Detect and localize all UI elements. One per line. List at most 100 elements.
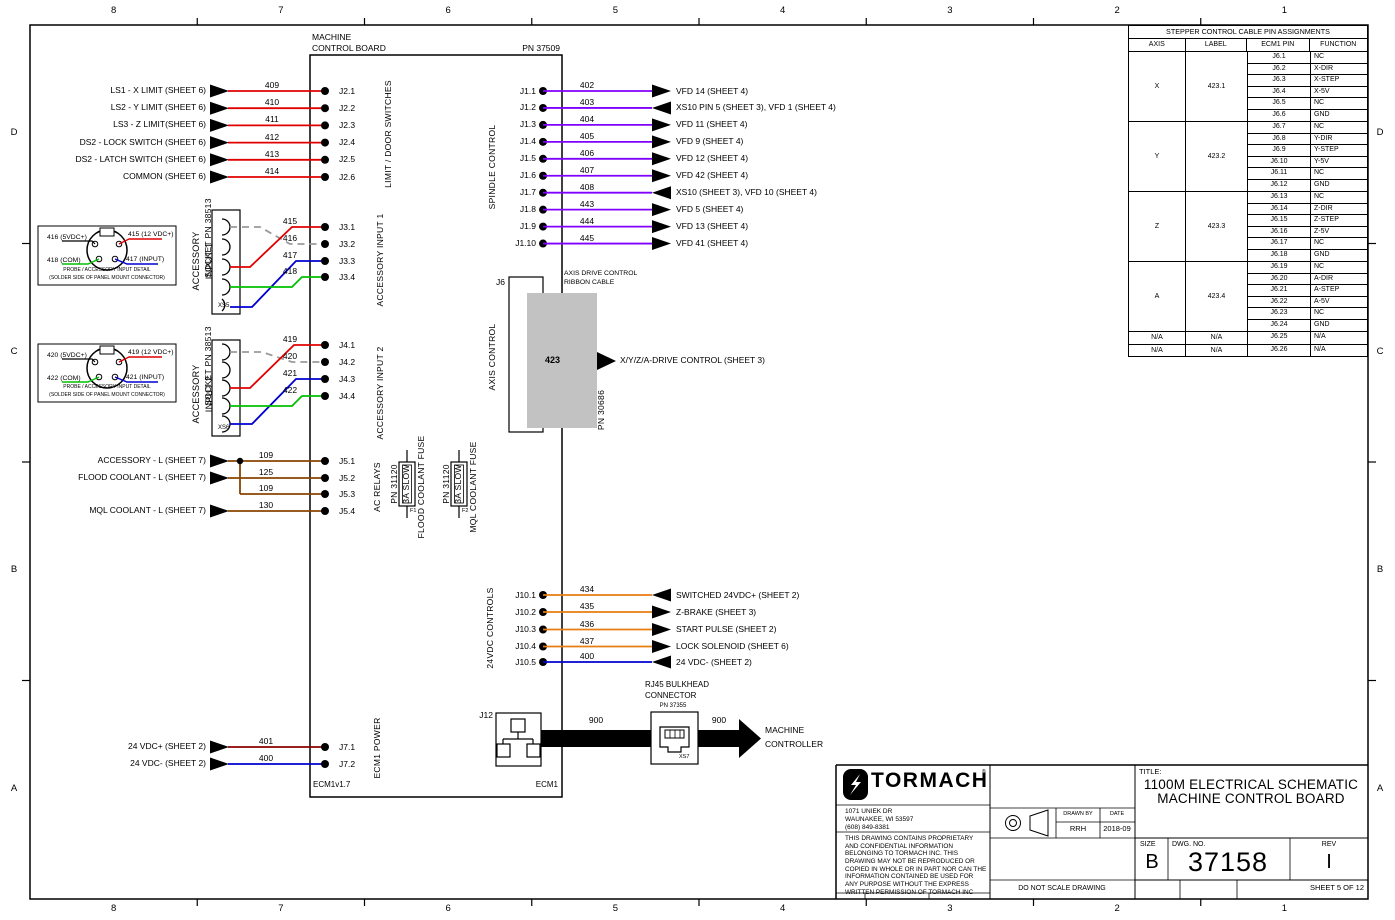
function-cell: NC: [1314, 99, 1325, 106]
ecm1-pin-cell: J6.9: [1248, 145, 1311, 156]
leader: [62, 376, 100, 383]
pin-dot: [321, 240, 329, 248]
socket-pin: [221, 361, 231, 379]
leader: [118, 356, 162, 363]
function-cell: Z-STEP: [1314, 216, 1339, 223]
ecm1-pin-cell: J6.19: [1248, 262, 1311, 273]
ecm1-pin-cell: J6.22: [1248, 296, 1311, 307]
function-cell: NC: [1314, 169, 1325, 176]
socket-pin: [221, 258, 231, 276]
cable-900-left: [541, 730, 651, 747]
axis-cell: N/A: [1129, 332, 1186, 344]
ecm1-pin-cell: J6.2: [1248, 63, 1311, 74]
ecm1-pin-cell: J6.11: [1248, 168, 1311, 179]
flow-arrow: [652, 237, 671, 251]
rj45-jack-icon: [659, 726, 690, 753]
ecm1-pin-cell: J6.6: [1248, 109, 1311, 121]
ecm1-pin-cell: J6.7: [1248, 122, 1311, 133]
pin-dot: [321, 358, 329, 366]
table-title: STEPPER CONTROL CABLE PIN ASSIGNMENTS: [1129, 26, 1367, 39]
socket-pin: [221, 415, 231, 433]
flow-arrow: [210, 170, 229, 184]
axis-cell: Y: [1129, 122, 1186, 191]
ecm1-pin-cell: J6.25: [1248, 332, 1311, 344]
flow-arrow: [652, 152, 671, 166]
function-cell: N/A: [1314, 345, 1326, 353]
flow-arrow: [210, 153, 229, 167]
socket-pin: [221, 379, 231, 397]
wire-416: [230, 226, 325, 245]
label-cell: 423.1: [1186, 52, 1248, 121]
label-cell: N/A: [1186, 332, 1248, 344]
function-cell: Y-STEP: [1314, 146, 1339, 153]
flow-arrow: [210, 101, 229, 115]
ecm1-pin-cell: J6.18: [1248, 249, 1311, 261]
fuse-inner: [454, 464, 464, 504]
function-cell: GND: [1314, 180, 1330, 188]
socket-pin: [221, 298, 226, 312]
socket-pin: [221, 218, 231, 236]
flow-arrow: [652, 169, 671, 183]
function-cell: NC: [1314, 193, 1325, 200]
function-cell: NC: [1314, 123, 1325, 130]
function-cell: A-DIR: [1314, 274, 1334, 282]
din-keyway: [99, 227, 115, 237]
junction-dot: [236, 457, 244, 465]
ecm1-pin-cell: J6.3: [1248, 75, 1311, 86]
pin-dot: [321, 392, 329, 400]
ecm1-pin-cell: J6.23: [1248, 308, 1311, 319]
flow-arrow: [652, 118, 671, 132]
pin-dot: [321, 155, 329, 164]
flow-arrow: [652, 605, 671, 619]
function-cell: X-DIR: [1314, 64, 1334, 72]
pin-dot: [321, 121, 329, 130]
ecm1-pin-cell: J6.17: [1248, 238, 1311, 249]
ecm1-pin-cell: J6.4: [1248, 86, 1311, 97]
function-cell: X-STEP: [1314, 76, 1340, 83]
flow-arrow: [652, 655, 671, 669]
machine-controller-arrow: [739, 719, 761, 758]
ecm1-pin-cell: J6.20: [1248, 273, 1311, 284]
ecm1-pin-cell: J6.21: [1248, 285, 1311, 296]
function-cell: Y-5V: [1314, 157, 1329, 165]
axis-cell: A: [1129, 262, 1186, 331]
function-cell: NC: [1314, 309, 1325, 316]
pin-dot: [321, 474, 329, 482]
fuse-f2-body: [450, 461, 468, 507]
function-cell: A-5V: [1314, 297, 1330, 305]
acc2-detail-box: [37, 343, 177, 403]
pin-dot: [321, 760, 329, 768]
acc1-detail-box: [37, 225, 177, 286]
function-cell: Z-5V: [1314, 227, 1330, 235]
flow-arrow: [652, 640, 671, 653]
ethernet-icon: [526, 743, 541, 758]
ecm1-pin-cell: J6.13: [1248, 192, 1311, 203]
label-cell: 423.3: [1186, 192, 1248, 261]
leader: [118, 238, 162, 245]
pin-dot: [321, 173, 329, 181]
function-cell: NC: [1314, 53, 1325, 60]
ecm1-pin-cell: J6.24: [1248, 319, 1311, 331]
ethernet-icon: [496, 743, 511, 758]
function-cell: NC: [1314, 239, 1325, 246]
pin-dot: [321, 507, 329, 515]
flow-arrow: [210, 740, 229, 754]
flow-arrow: [652, 623, 671, 636]
ecm1-pin-cell: J6.26: [1248, 344, 1311, 356]
